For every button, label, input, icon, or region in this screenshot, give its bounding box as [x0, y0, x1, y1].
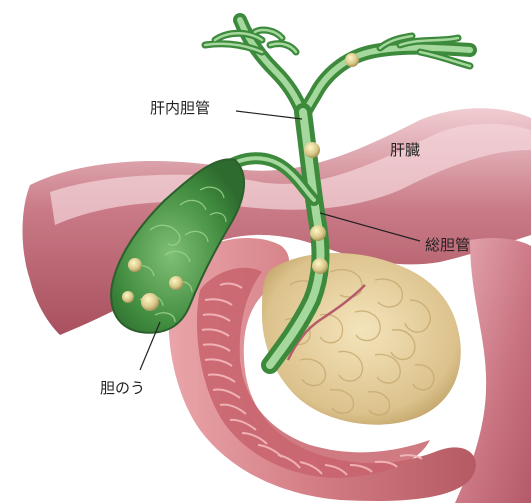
label-gallbladder: 胆のう [100, 379, 145, 397]
stone [312, 258, 328, 274]
stone [141, 293, 159, 311]
label-intrahepatic-duct: 肝内胆管 [150, 99, 210, 117]
label-liver: 肝臓 [390, 141, 420, 159]
stone [345, 53, 359, 67]
stone [128, 258, 142, 272]
stone [169, 276, 183, 290]
label-common-bile-duct: 総胆管 [425, 236, 470, 254]
stone [122, 291, 134, 303]
stone [304, 142, 320, 158]
leader-line-intrahepatic-duct [236, 111, 302, 119]
stone [310, 225, 326, 241]
